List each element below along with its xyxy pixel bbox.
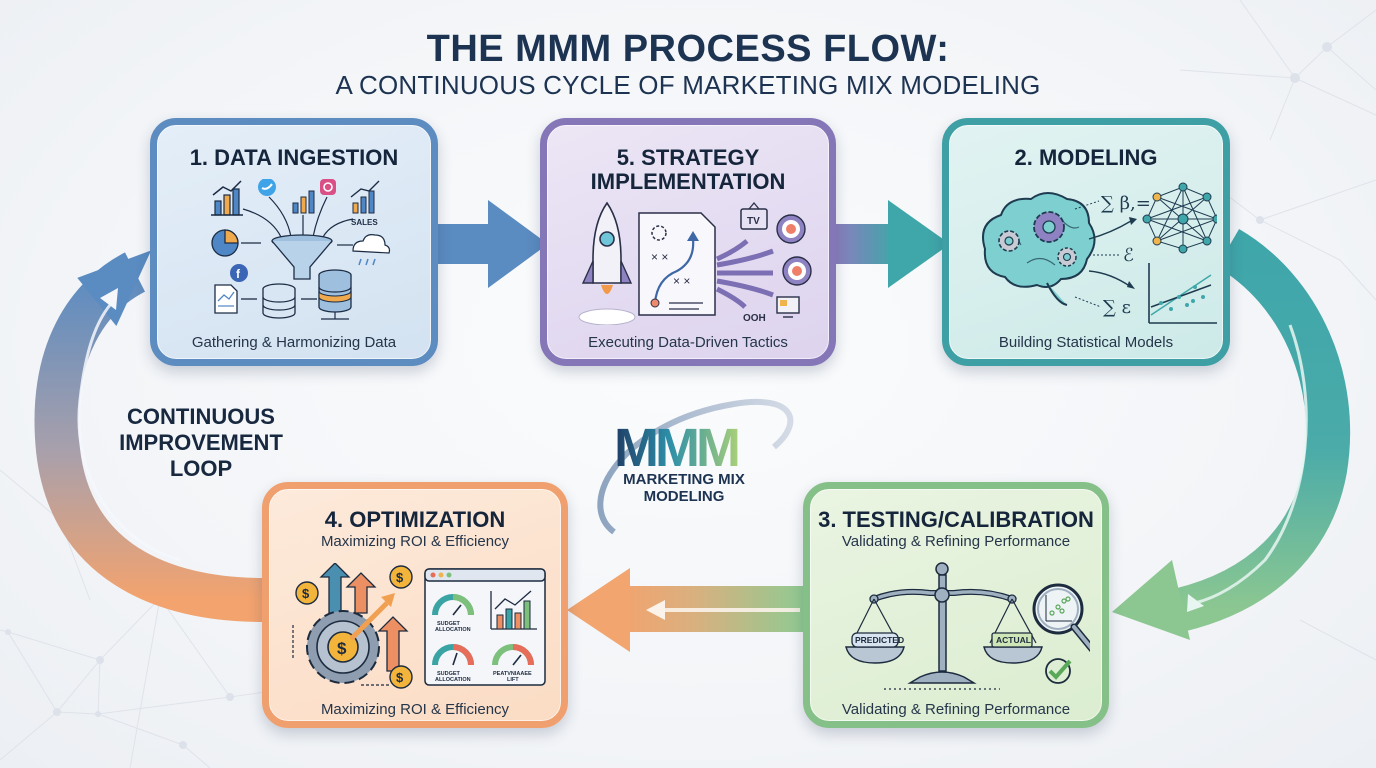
svg-text:× ×: × × — [673, 274, 690, 288]
svg-text:TV: TV — [747, 216, 760, 227]
neural-network-icon — [1142, 182, 1217, 254]
arrow-testing-to-optimization — [567, 568, 806, 652]
bar-chart-icon — [490, 590, 537, 630]
node-title-line1: 5. STRATEGY — [616, 145, 760, 170]
coin-icon: $ — [295, 581, 319, 605]
sales-chart-icon: SALES — [350, 180, 380, 227]
facebook-icon: f — [230, 264, 248, 282]
strategy-illustration: × × × × TV OOH — [578, 201, 812, 325]
dashboard-window-icon: SUDGET ALLOCATION SUDGET ALLOCATION PEAT… — [424, 568, 546, 686]
node-caption: Maximizing ROI & Efficiency — [320, 701, 510, 718]
magnifier-icon — [1032, 583, 1090, 652]
mmm-logo: MMM — [597, 398, 794, 535]
svg-text:SUDGET: SUDGET — [437, 671, 461, 677]
arrow-modeling-to-testing — [1112, 229, 1351, 640]
balance-scale-icon: PREDICTED ACTUAL — [845, 562, 1043, 690]
rocket-icon — [578, 201, 636, 325]
page-title: THE MMM PROCESS FLOW: — [426, 28, 950, 70]
svg-text:SALES: SALES — [351, 218, 378, 227]
logo-line2: MODELING — [643, 488, 725, 505]
node-subtitle: Maximizing ROI & Efficiency — [320, 533, 510, 550]
loop-label-line2: IMPROVEMENT — [119, 430, 283, 455]
node-title: 1. DATA INGESTION — [189, 145, 399, 170]
node-title-line2: IMPLEMENTATION — [590, 169, 786, 194]
arrow-strategy-to-modeling — [834, 200, 950, 288]
playbook-icon: × × × × — [638, 212, 716, 316]
gauge-icon — [432, 594, 474, 616]
gauge-icon — [432, 644, 474, 666]
svg-text:× ×: × × — [651, 250, 668, 264]
svg-text:∑ β,=: ∑ β,= — [1101, 193, 1151, 214]
node-optimization: 4. OPTIMIZATION Maximizing ROI & Efficie… — [262, 482, 568, 728]
node-data-ingestion: 1. DATA INGESTION SALES — [150, 118, 438, 366]
arrow-optimization-to-ingestion — [34, 250, 265, 622]
logo-mark: MMM — [614, 418, 738, 478]
svg-text:$: $ — [302, 586, 310, 601]
svg-text:PEATVNIAAEE: PEATVNIAAEE — [493, 671, 532, 677]
svg-text:PREDICTED: PREDICTED — [855, 635, 904, 645]
target-icon — [776, 214, 806, 244]
bar-chart-icon — [292, 190, 315, 214]
loop-label-line1: CONTINUOUS — [127, 404, 275, 429]
funnel-icon — [271, 234, 333, 280]
gear-dollar-icon: $ — [306, 593, 395, 684]
svg-text:∑ ε: ∑ ε — [1103, 297, 1131, 318]
page-subtitle: A CONTINUOUS CYCLE OF MARKETING MIX MODE… — [335, 70, 1041, 100]
twitter-icon — [258, 179, 276, 196]
svg-text:$: $ — [396, 570, 404, 585]
node-caption: Gathering & Harmonizing Data — [191, 334, 397, 351]
svg-text:ALLOCATION: ALLOCATION — [435, 677, 471, 683]
instagram-icon — [320, 179, 336, 195]
svg-text:SUDGET: SUDGET — [437, 621, 461, 627]
node-modeling: 2. MODELING ∑ β,= ℰ ∑ ε — [942, 118, 1230, 366]
server-icon — [318, 269, 352, 320]
coin-icon: $ — [389, 665, 413, 689]
svg-text:f: f — [236, 267, 241, 281]
node-testing-calibration: 3. TESTING/CALIBRATION Validating & Refi… — [803, 482, 1109, 728]
arrow-ingestion-to-strategy — [436, 200, 548, 288]
brain-gears-icon — [982, 192, 1096, 306]
svg-text:OOH: OOH — [743, 313, 766, 324]
coin-icon: $ — [389, 565, 413, 589]
regression-plot-icon — [1148, 263, 1217, 324]
svg-text:$: $ — [396, 670, 404, 685]
pie-chart-icon — [211, 229, 239, 257]
target-icon — [782, 256, 812, 286]
checkmark-icon — [1045, 658, 1072, 684]
continuous-improvement-label: CONTINUOUS IMPROVEMENT LOOP — [96, 404, 306, 482]
node-strategy-implementation: 5. STRATEGY IMPLEMENTATION × × × × TV — [540, 118, 836, 366]
cloud-rain-icon — [352, 234, 391, 266]
svg-text:ℰ: ℰ — [1123, 245, 1134, 266]
data-ingestion-illustration: SALES f — [211, 179, 391, 320]
testing-illustration: PREDICTED ACTUAL — [845, 562, 1090, 690]
up-arrow-icon — [345, 572, 377, 614]
optimization-illustration: $ $ $ $ SUDGET ALLOCATION SUDGET ALLOCA — [292, 563, 546, 689]
node-title: 3. TESTING/CALIBRATION — [818, 507, 1094, 532]
logo-caption: MARKETING MIX MODELING — [584, 471, 784, 505]
node-caption: Building Statistical Models — [998, 334, 1174, 351]
monitor-icon — [776, 296, 800, 318]
up-arrow-icon — [377, 616, 409, 672]
logo-line1: MARKETING MIX — [623, 471, 745, 488]
document-icon — [214, 284, 238, 314]
svg-text:ALLOCATION: ALLOCATION — [435, 627, 471, 633]
svg-text:$: $ — [337, 639, 347, 658]
tv-icon: TV — [740, 201, 768, 230]
node-title: 4. OPTIMIZATION — [324, 507, 506, 532]
logo-swoosh — [597, 398, 794, 535]
node-subtitle: Validating & Refining Performance — [841, 533, 1071, 550]
up-arrow-icon — [319, 563, 351, 614]
loop-label-line3: LOOP — [169, 456, 233, 481]
modeling-illustration: ∑ β,= ℰ ∑ ε — [982, 182, 1217, 324]
node-caption: Executing Data-Driven Tactics — [588, 334, 788, 351]
svg-text:ACTUAL: ACTUAL — [996, 635, 1031, 645]
bar-chart-icon — [211, 180, 243, 216]
node-title: 2. MODELING — [1014, 145, 1158, 170]
svg-text:LIFT: LIFT — [507, 677, 519, 683]
gauge-icon — [492, 644, 534, 666]
node-caption: Validating & Refining Performance — [841, 701, 1071, 718]
database-icon — [262, 283, 296, 319]
